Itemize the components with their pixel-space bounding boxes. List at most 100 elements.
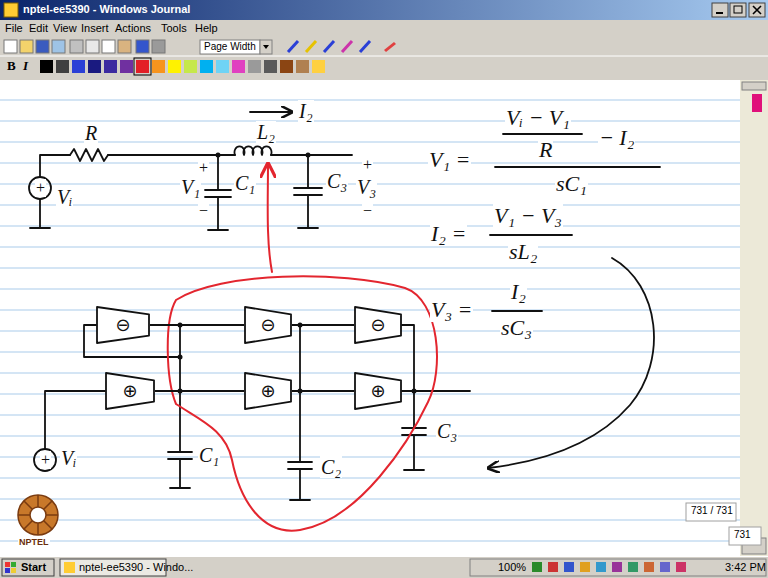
ladder-circuit	[271, 154, 352, 156]
scrollbar	[742, 82, 766, 90]
gm-c-wiring	[402, 391, 426, 470]
toolbar	[324, 41, 334, 52]
color-swatches	[134, 58, 151, 75]
toolbar	[70, 40, 83, 53]
taskbar	[0, 556, 768, 578]
ruled-lines	[0, 541, 740, 542]
ladder-circuit	[29, 112, 352, 230]
signal-wire	[292, 390, 354, 392]
gm-c-wiring	[488, 258, 654, 468]
equation-term: V₃ =	[430, 298, 473, 322]
clock: 3:42 PM	[724, 561, 767, 573]
toolbar	[0, 36, 768, 80]
polarity-sign: +	[362, 156, 373, 174]
junction-dot	[306, 153, 311, 158]
page-counter: 731	[733, 529, 752, 540]
ruled-lines	[0, 121, 740, 122]
component-label: C₂	[320, 456, 342, 478]
nptel-logo	[30, 507, 46, 523]
ruled-lines	[0, 520, 740, 521]
junction-dot	[412, 389, 417, 394]
toolbar	[20, 40, 33, 53]
toolbar	[136, 40, 149, 53]
integrator-outline	[97, 307, 149, 343]
taskbar	[532, 562, 542, 572]
title-bar	[4, 3, 18, 17]
signal-wire	[155, 390, 244, 392]
ruled-lines	[0, 457, 740, 458]
scrollbar	[752, 94, 762, 112]
color-swatches	[264, 60, 277, 73]
toolbar	[118, 40, 131, 53]
integrator-sign: ⊕	[370, 381, 385, 401]
title-bar	[749, 3, 765, 17]
fraction-bar	[490, 134, 660, 311]
menu-item: Edit	[28, 22, 49, 34]
scrollbar	[729, 527, 761, 545]
junction-dot	[216, 153, 221, 158]
color-swatches	[120, 60, 133, 73]
color-swatches	[136, 60, 149, 73]
color-swatches	[280, 60, 293, 73]
voltage-label: V₃	[356, 176, 377, 198]
color-swatches	[40, 60, 53, 73]
taskbar	[564, 562, 574, 572]
gm-c-wiring	[45, 391, 105, 449]
integrator-sign: ⊖	[115, 315, 130, 335]
color-swatches	[248, 60, 261, 73]
integrator-block: ⊕	[354, 372, 402, 410]
title-bar	[730, 3, 746, 17]
toolbar	[200, 40, 260, 54]
integrator-sign: ⊕	[260, 381, 275, 401]
color-swatches	[232, 60, 245, 73]
ladder-circuit	[235, 146, 272, 155]
color-swatches	[200, 60, 213, 73]
menu-bar	[0, 20, 768, 36]
menu-item: Insert	[80, 22, 110, 34]
title-bar	[716, 12, 723, 14]
ladder-circuit	[30, 199, 50, 228]
title-bar	[712, 3, 728, 17]
component-label: C₁	[234, 172, 256, 194]
format-button: I	[22, 59, 29, 73]
window-title: nptel-ee5390 - Windows Journal	[22, 3, 191, 15]
menu-item: File	[4, 22, 24, 34]
taskbar	[596, 562, 606, 572]
toolbar	[384, 42, 396, 52]
color-swatches	[72, 60, 85, 73]
ruled-lines	[0, 226, 740, 227]
integrator-outline	[245, 373, 291, 409]
signal-wire	[292, 324, 354, 326]
integrator-block: ⊖	[96, 306, 150, 344]
color-swatches	[88, 60, 101, 73]
component-label: C₃	[436, 420, 458, 442]
red-annotation	[168, 276, 437, 530]
equation-term: sC₃	[500, 316, 533, 340]
voltage-label: V₁	[180, 176, 201, 198]
color-swatches	[312, 60, 325, 73]
red-annotation	[268, 164, 272, 272]
fraction-bar	[495, 166, 660, 168]
format-button: B	[6, 59, 17, 73]
nptel-logo	[18, 495, 58, 535]
component-label: C₁	[198, 444, 220, 466]
toolbar	[86, 40, 99, 53]
ruled-lines	[0, 100, 740, 541]
taskbar	[5, 568, 10, 573]
gm-c-wiring	[288, 391, 312, 500]
junction-dot	[216, 153, 311, 158]
menu-item: Help	[194, 22, 219, 34]
taskbar	[580, 562, 590, 572]
source-label: Vᵢ	[60, 447, 77, 469]
ladder-circuit	[70, 149, 108, 161]
nptel-logo	[18, 495, 58, 535]
integrator-outline	[106, 373, 154, 409]
taskbar	[612, 562, 622, 572]
toolbar	[102, 40, 115, 53]
ruled-lines	[0, 499, 740, 500]
taskbar	[628, 562, 638, 572]
source-label: Vᵢ	[56, 186, 73, 208]
taskbar	[676, 562, 686, 572]
component-label: L₂	[256, 121, 276, 143]
